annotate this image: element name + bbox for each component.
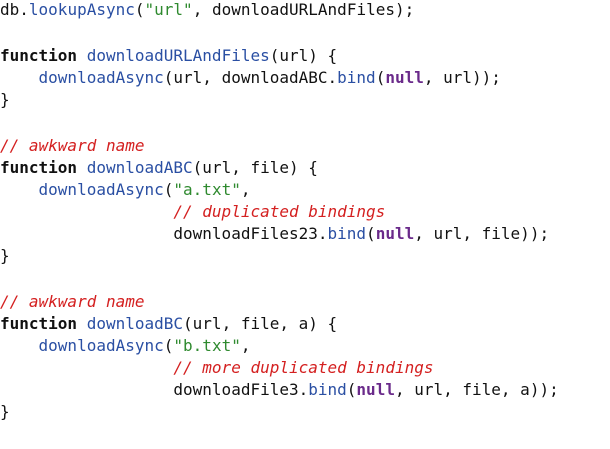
code-line: // awkward name bbox=[0, 290, 610, 314]
plain-token bbox=[77, 314, 87, 333]
null-keyword-token: null bbox=[385, 68, 424, 87]
code-line: downloadFiles23.bind(null, url, file)); bbox=[0, 222, 610, 246]
plain-token: ( bbox=[163, 336, 174, 355]
plain-token: ( bbox=[366, 224, 376, 243]
code-line: } bbox=[0, 244, 610, 268]
string-token: "b.txt" bbox=[173, 336, 241, 355]
plain-token bbox=[0, 180, 39, 199]
code-line: db.lookupAsync("url", downloadURLAndFile… bbox=[0, 0, 610, 22]
code-line: } bbox=[0, 400, 610, 424]
code-line: // more duplicated bindings bbox=[0, 356, 610, 380]
plain-token bbox=[0, 68, 39, 87]
blank-line bbox=[0, 112, 610, 136]
null-keyword-token: null bbox=[375, 224, 415, 243]
plain-token: , url, file, a)); bbox=[394, 380, 559, 399]
plain-token: (url, downloadABC. bbox=[163, 68, 338, 87]
comment-token: // awkward name bbox=[0, 292, 145, 311]
identifier-token: downloadURLAndFiles bbox=[86, 46, 270, 65]
plain-token: , bbox=[240, 180, 251, 199]
code-line: downloadAsync("a.txt", bbox=[0, 178, 610, 202]
identifier-token: bind bbox=[308, 380, 347, 399]
plain-token: , downloadURLAndFiles); bbox=[192, 0, 415, 19]
code-line: // duplicated bindings bbox=[0, 200, 610, 224]
plain-token: , url, file)); bbox=[414, 224, 550, 243]
code-line: // awkward name bbox=[0, 134, 610, 158]
plain-token: } bbox=[0, 246, 10, 265]
plain-token: downloadFile3. bbox=[0, 380, 309, 399]
plain-token: (url, file) { bbox=[192, 158, 318, 177]
plain-token: , url)); bbox=[423, 68, 501, 87]
identifier-token: downloadAsync bbox=[38, 180, 164, 199]
plain-token: } bbox=[0, 402, 10, 421]
keyword-token: function bbox=[0, 158, 78, 177]
comment-token: // more duplicated bindings bbox=[173, 358, 434, 377]
code-line: downloadAsync(url, downloadABC.bind(null… bbox=[0, 66, 610, 90]
plain-token: (url) { bbox=[269, 46, 338, 65]
identifier-token: bind bbox=[337, 68, 376, 87]
plain-token bbox=[77, 46, 87, 65]
string-token: "url" bbox=[144, 0, 193, 19]
plain-token bbox=[0, 202, 173, 221]
plain-token: ( bbox=[163, 180, 174, 199]
code-line: function downloadBC(url, file, a) { bbox=[0, 312, 610, 336]
plain-token: ( bbox=[375, 68, 386, 87]
keyword-token: function bbox=[0, 46, 78, 65]
plain-token: (url, file, a) { bbox=[183, 314, 338, 333]
plain-token bbox=[0, 336, 39, 355]
identifier-token: bind bbox=[327, 224, 367, 243]
plain-token: ( bbox=[346, 380, 357, 399]
plain-token: , bbox=[240, 336, 251, 355]
code-line: downloadAsync("b.txt", bbox=[0, 334, 610, 358]
plain-token: } bbox=[0, 90, 10, 109]
plain-token bbox=[77, 158, 87, 177]
code-line: downloadFile3.bind(null, url, file, a)); bbox=[0, 378, 610, 402]
identifier-token: downloadBC bbox=[86, 314, 184, 333]
code-line: function downloadABC(url, file) { bbox=[0, 156, 610, 180]
identifier-token: downloadABC bbox=[86, 158, 193, 177]
plain-token: db. bbox=[0, 0, 29, 19]
code-line: function downloadURLAndFiles(url) { bbox=[0, 44, 610, 68]
identifier-token: downloadAsync bbox=[38, 336, 164, 355]
plain-token bbox=[0, 358, 173, 377]
keyword-token: function bbox=[0, 314, 78, 333]
identifier-token: downloadAsync bbox=[38, 68, 164, 87]
plain-token: ( bbox=[134, 0, 145, 19]
code-line: } bbox=[0, 88, 610, 112]
plain-token: downloadFiles23. bbox=[0, 224, 328, 243]
comment-token: // duplicated bindings bbox=[173, 202, 386, 221]
comment-token: // awkward name bbox=[0, 136, 145, 155]
blank-line bbox=[0, 22, 610, 46]
blank-line bbox=[0, 268, 610, 292]
identifier-token: lookupAsync bbox=[28, 0, 135, 19]
null-keyword-token: null bbox=[356, 380, 395, 399]
string-token: "a.txt" bbox=[173, 180, 241, 199]
